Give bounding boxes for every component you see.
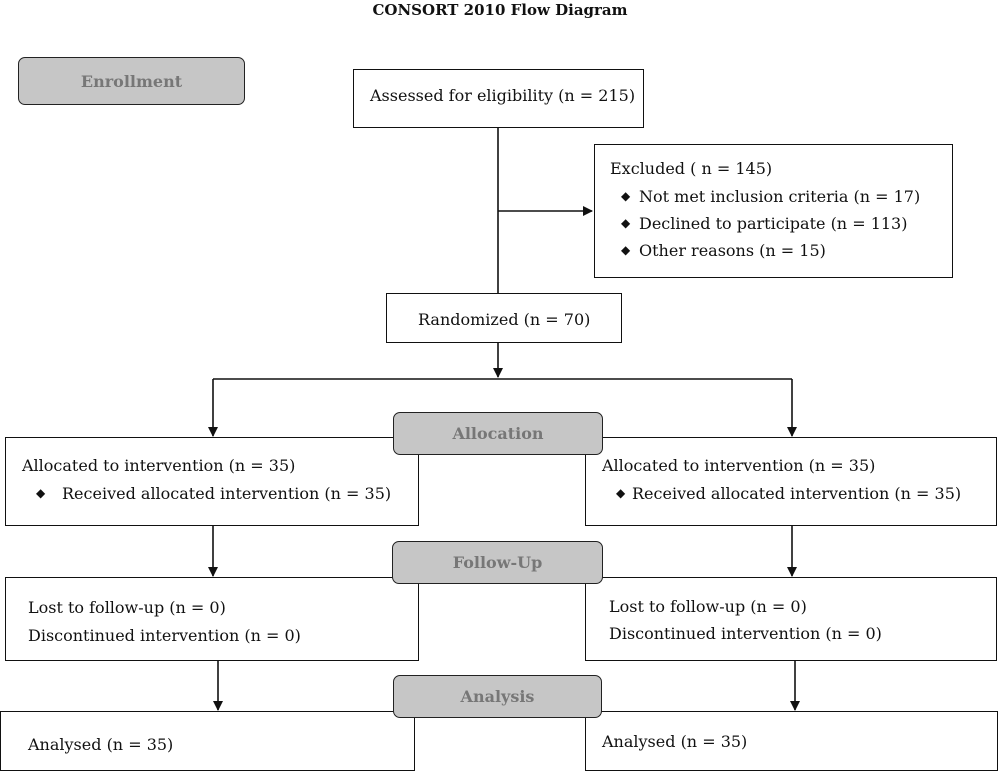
stage-allocation-label: Allocation — [452, 424, 544, 443]
assessed-text: Assessed for eligibility (n = 215) — [370, 86, 636, 105]
allocation-left-text: Allocated to intervention (n = 35) — [22, 456, 296, 475]
bullet-icon: ◆ — [616, 486, 626, 500]
stage-followup: Follow-Up — [392, 541, 603, 584]
followup-right-discontinued: Discontinued intervention (n = 0) — [609, 624, 882, 643]
allocation-right-text: Allocated to intervention (n = 35) — [602, 456, 876, 475]
allocation-right-box: Allocated to intervention (n = 35) ◆ Rec… — [585, 437, 997, 526]
analysis-right-box: Analysed (n = 35) — [585, 711, 998, 771]
stage-enrollment: Enrollment — [18, 57, 245, 105]
excluded-box: Excluded ( n = 145) ◆ Not met inclusion … — [594, 144, 953, 278]
randomized-text: Randomized (n = 70) — [418, 310, 591, 329]
stage-allocation: Allocation — [393, 412, 603, 455]
bullet-icon: ◆ — [36, 486, 46, 500]
followup-right-lost: Lost to follow-up (n = 0) — [609, 597, 807, 616]
excluded-item: Declined to participate (n = 113) — [639, 214, 908, 233]
allocation-left-box: Allocated to intervention (n = 35) ◆ Rec… — [5, 437, 419, 526]
assessed-box: Assessed for eligibility (n = 215) — [353, 69, 644, 128]
followup-right-box: Lost to follow-up (n = 0) Discontinued i… — [585, 577, 997, 661]
stage-followup-label: Follow-Up — [452, 553, 543, 572]
followup-left-lost: Lost to follow-up (n = 0) — [28, 598, 226, 617]
stage-analysis-label: Analysis — [460, 687, 535, 706]
excluded-item: Not met inclusion criteria (n = 17) — [639, 187, 921, 206]
stage-enrollment-label: Enrollment — [80, 71, 183, 91]
analysis-right-text: Analysed (n = 35) — [602, 732, 748, 751]
allocation-right-item: Received allocated intervention (n = 35) — [632, 484, 962, 503]
excluded-title: Excluded ( n = 145) — [610, 159, 773, 178]
followup-left-box: Lost to follow-up (n = 0) Discontinued i… — [5, 577, 419, 661]
bullet-icon: ◆ — [621, 189, 631, 203]
excluded-item: Other reasons (n = 15) — [639, 241, 826, 260]
analysis-left-text: Analysed (n = 35) — [28, 735, 174, 754]
stage-analysis: Analysis — [393, 675, 602, 718]
analysis-left-box: Analysed (n = 35) — [0, 711, 415, 771]
randomized-box: Randomized (n = 70) — [386, 293, 622, 343]
diagram-title: CONSORT 2010 Flow Diagram — [372, 1, 628, 19]
bullet-icon: ◆ — [621, 216, 631, 230]
bullet-icon: ◆ — [621, 243, 631, 257]
followup-left-discontinued: Discontinued intervention (n = 0) — [28, 626, 301, 645]
allocation-left-item: Received allocated intervention (n = 35) — [62, 484, 392, 503]
